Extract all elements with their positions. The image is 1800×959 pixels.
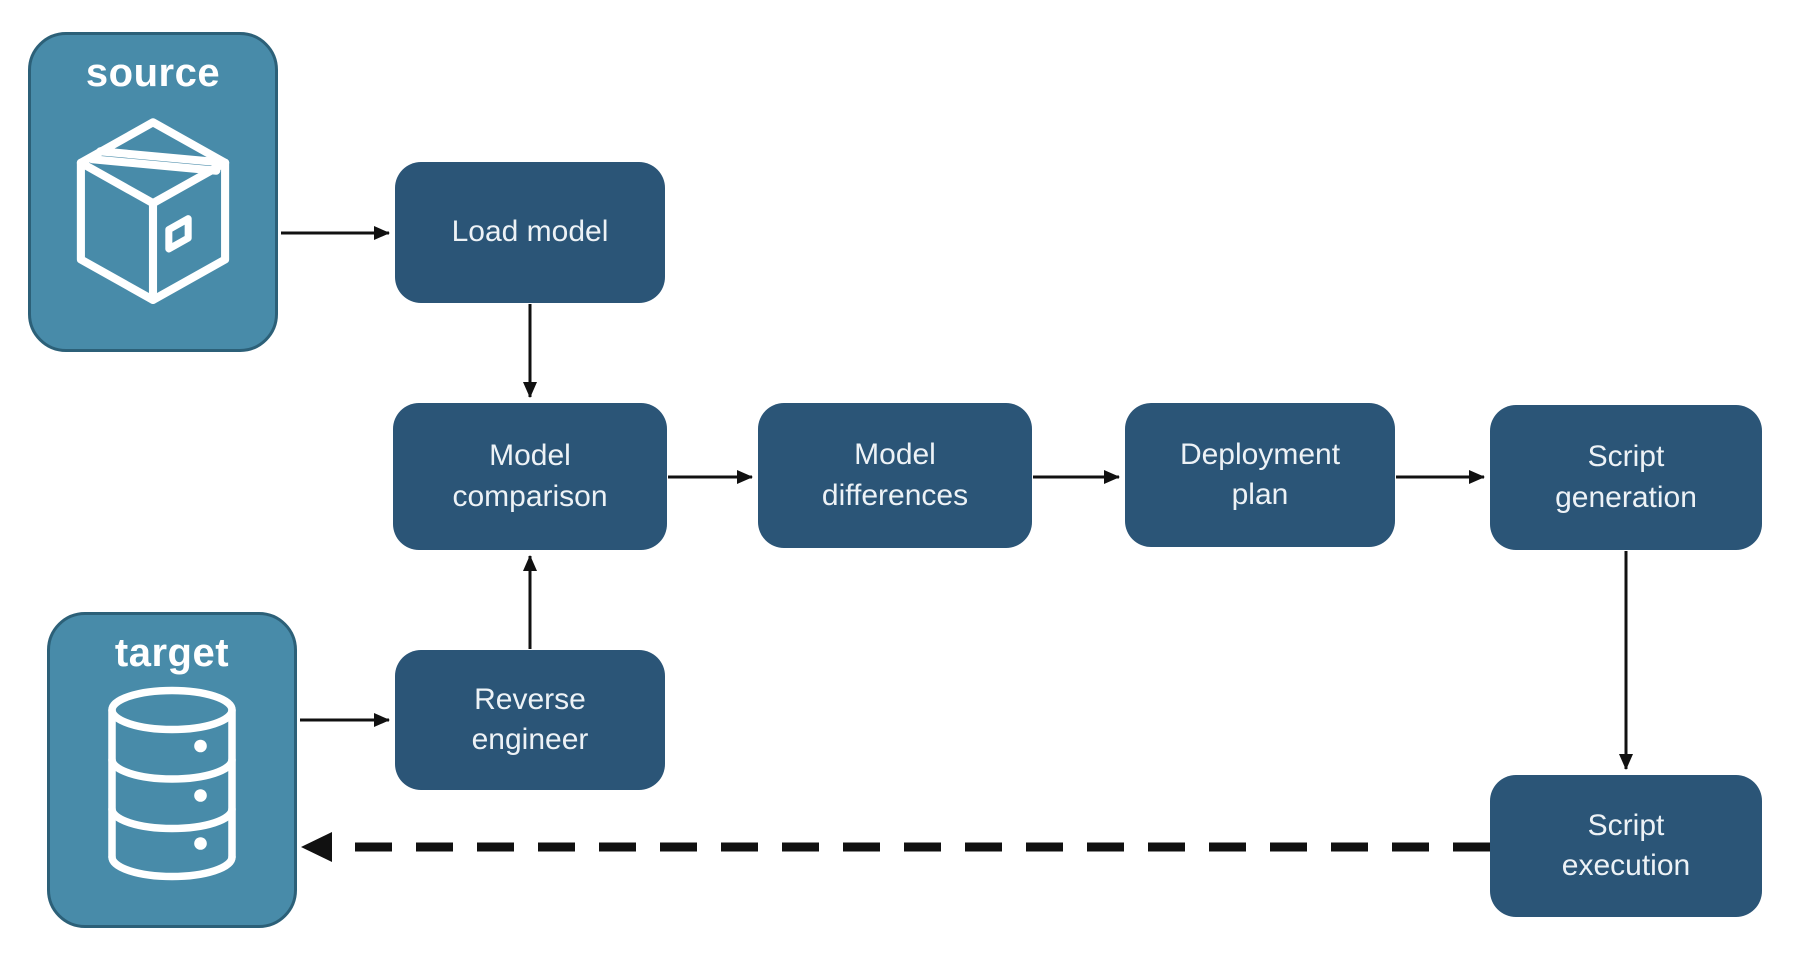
node-label: Script execution <box>1561 808 1691 883</box>
node-script-execution: Script execution <box>1490 775 1762 917</box>
node-target: target <box>47 612 297 928</box>
node-load-model: Load model <box>395 162 665 303</box>
node-model-comparison: Model comparison <box>393 403 667 550</box>
target-title: target <box>114 631 230 675</box>
node-label: Load model <box>451 215 609 249</box>
node-script-generation: Script generation <box>1490 405 1762 550</box>
node-label: Deployment plan <box>1179 437 1341 512</box>
source-title: source <box>85 51 221 95</box>
node-label: Reverse engineer <box>471 682 589 757</box>
node-deployment-plan: Deployment plan <box>1125 403 1395 547</box>
node-label: Model comparison <box>452 439 608 513</box>
node-label: Script generation <box>1555 440 1697 514</box>
package-icon <box>76 118 230 304</box>
node-source: source <box>28 32 278 352</box>
database-icon <box>108 686 236 881</box>
arrow-script-execution-to-target-dashed <box>301 832 1490 862</box>
node-model-differences: Model differences <box>758 403 1032 548</box>
node-label: Model differences <box>821 438 969 512</box>
node-reverse-engineer: Reverse engineer <box>395 650 665 790</box>
